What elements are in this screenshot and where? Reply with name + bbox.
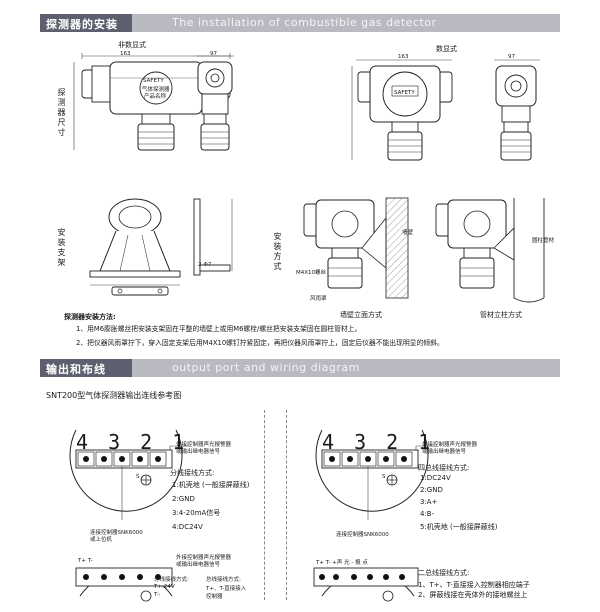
right-digits: 4 3 2 1: [322, 430, 435, 454]
label-wall-mount: 墙壁立面方式: [340, 311, 382, 319]
wiring-divider-1: [264, 410, 265, 600]
right-top-note-1: 外接控制器声光报警器: [422, 442, 478, 448]
left2-top-note-1: 外接控制器声光报警器: [176, 555, 232, 561]
left2-method-a-item: T+:24V: [154, 584, 175, 590]
left2-top-note-2: 或输出继电器信号: [176, 562, 221, 568]
left-digits: 4 3 2 1: [76, 430, 189, 454]
label-bolt: M4X10螺丝: [296, 270, 327, 276]
right-item: 5:机壳地 (一般接屏蔽线): [420, 523, 498, 531]
right-item: 1:DC24V: [420, 474, 451, 482]
left2-method-a: 分线接线方式:: [154, 577, 189, 583]
device-brand: SAFETY: [143, 78, 164, 84]
right-bottom-note: 连接控制器SNK6000: [336, 532, 389, 538]
install-note-2: 2、把仪器风雨罩拧下，穿入固定支架后用M4X10螺钉拧紧固定，再把仪器风雨罩拧上…: [76, 339, 444, 347]
label-mount-method: 安装方式: [273, 232, 282, 272]
right2-heading: 二总线接线方式:: [418, 569, 470, 577]
left2-terms: T+ T-: [78, 558, 93, 564]
banner-dark-block: [40, 14, 132, 32]
right2-terms: T+ T- +声 光 - 报 点: [316, 560, 368, 566]
section-banner-installation: 探测器的安装 The installation of combustible g…: [40, 14, 560, 32]
right2-item2: 2、屏蔽线接在壳体外的接地螺丝上: [418, 591, 528, 599]
left-s-label: S: [136, 474, 140, 480]
right-item: 2:GND: [420, 486, 443, 494]
section-banner-wiring: 输出和布线 output port and wiring diagram: [40, 359, 560, 377]
right-top-note-2: 或输出继电器信号: [422, 449, 467, 455]
right-wiring-circle-2: [313, 567, 419, 602]
left-top-note-1: 外接控制器声光报警器: [176, 442, 232, 448]
install-note-1: 1、用M6膨胀螺丝把安装支架固在平整的墙壁上或用M6螺栓/螺丝把安装支架固在圆柱…: [76, 325, 362, 333]
label-detector-size: 探测器尺寸: [57, 88, 66, 138]
label-no-display: 非数显式: [118, 41, 146, 49]
display-brand: SAFETY: [394, 90, 415, 96]
display-front-drawing: [351, 59, 453, 161]
left-item: 1:机壳地 (一般接屏蔽线): [172, 481, 250, 489]
right-wiring-circle: [315, 429, 436, 520]
pipe-mount-drawing: [435, 198, 545, 303]
label-display: 数显式: [436, 45, 457, 53]
device-text: 气体探测器: [142, 87, 170, 93]
side-view-drawing: [196, 55, 234, 151]
label-round-pipe: 圆柱管材: [532, 238, 555, 244]
bracket-side-drawing: [193, 198, 233, 276]
dim-front-width: 163: [120, 51, 131, 57]
left-item: 4:DC24V: [172, 523, 203, 531]
left-items: 1:机壳地 (一般接屏蔽线) 2:GND 3:4-20mA信号 4:DC24V: [172, 480, 250, 531]
wiring-ref-title: SNT200型气体探测器输出连线参考图: [46, 391, 182, 400]
wiring-divider-2: [286, 410, 287, 600]
left2-method-b-item2: 控制器: [206, 594, 223, 600]
banner2-title-en: output port and wiring diagram: [172, 361, 360, 374]
install-heading: 探测器安装方法:: [64, 313, 116, 321]
left2-method-a-item2: T-:: [154, 592, 161, 598]
right2-item1: 1、T+、T-直接接入控制器相应端子: [418, 581, 530, 589]
bracket-front-drawing: [89, 198, 181, 286]
left-bottom-note-2: 或上位机: [90, 537, 113, 543]
dim-bracket: 2-Φ7: [198, 262, 212, 268]
bracket-bottom-drawing: [111, 286, 169, 296]
banner-dark-block-2: [40, 359, 132, 377]
right-method: 四总线接线方式:: [418, 464, 470, 472]
wall-mount-drawing: [303, 197, 409, 299]
banner-title-cn: 探测器的安装: [46, 18, 118, 31]
left2-method-b: 总线接线方式:: [206, 577, 241, 583]
right-item: 3:A+: [420, 498, 438, 506]
left-item: 2:GND: [172, 495, 195, 503]
right-s-label: S: [382, 474, 386, 480]
label-mount-bracket: 安装支架: [57, 228, 66, 268]
device-line2: 产品名称: [144, 94, 167, 100]
banner2-title-cn: 输出和布线: [46, 363, 106, 376]
dim-display-width: 163: [398, 54, 409, 60]
left-method: 分线接线方式:: [170, 469, 215, 477]
left-wiring-circle-2: [75, 567, 173, 602]
banner-title-en: The installation of combustible gas dete…: [172, 16, 437, 29]
left-wiring-circle: [69, 429, 190, 520]
right-items: 1:DC24V 2:GND 3:A+ 4:B- 5:机壳地 (一般接屏蔽线): [420, 474, 498, 532]
label-pipe-mount: 管材立柱方式: [480, 311, 522, 319]
left-top-note-2: 或输出继电器信号: [176, 449, 221, 455]
left-item: 3:4-20mA信号: [172, 509, 221, 517]
label-shield: 风雨罩: [310, 296, 327, 302]
label-wall: 墙壁: [402, 230, 414, 236]
left2-method-b-item: T+、T-直接接入: [206, 586, 247, 592]
display-side-drawing: [494, 59, 540, 161]
dim-side-width: 97: [210, 51, 217, 57]
dim-display-side-width: 97: [508, 54, 515, 60]
left-bottom-note-1: 连接控制器SNK6000: [90, 530, 143, 536]
right-item: 4:B-: [420, 510, 435, 518]
